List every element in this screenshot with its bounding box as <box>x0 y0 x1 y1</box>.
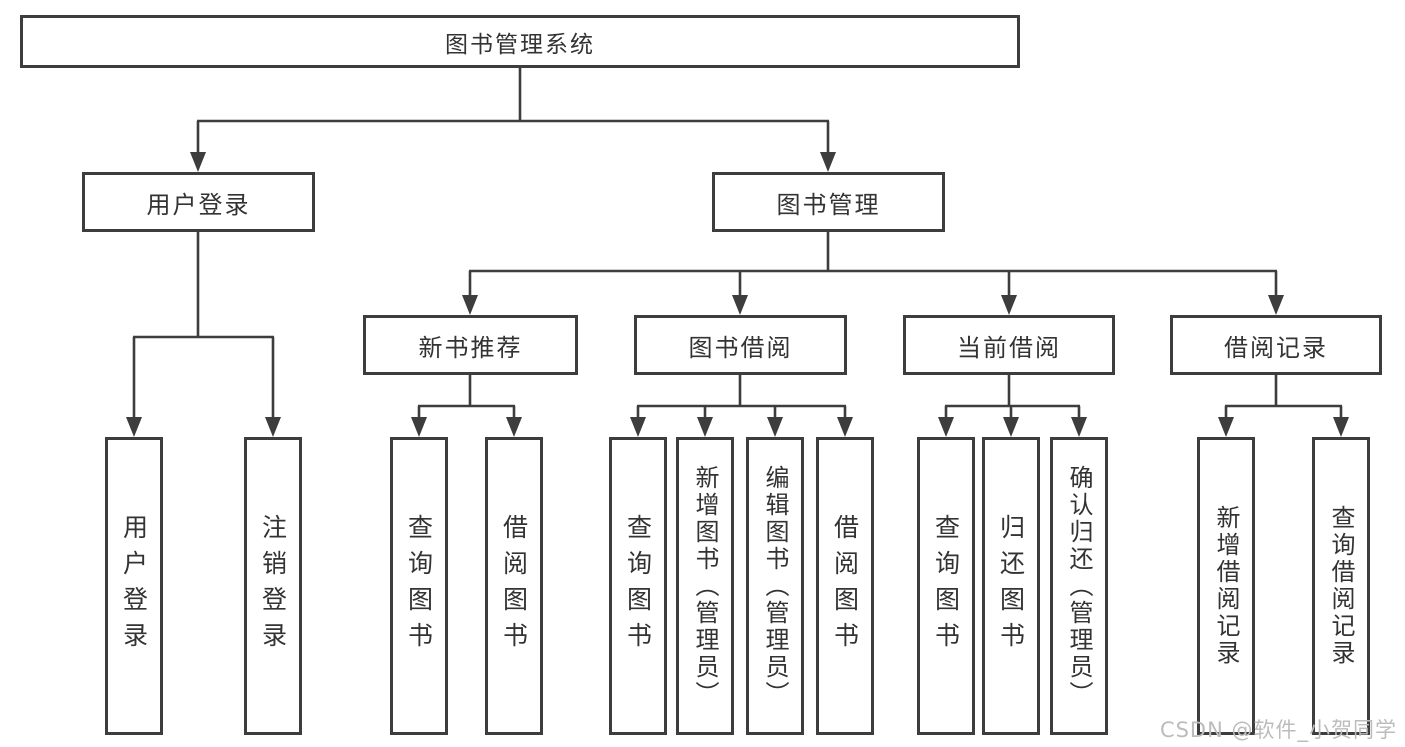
connector-user-login-to-children <box>126 232 281 437</box>
leaf-logout-label: 注销登录 <box>258 514 288 658</box>
node-user-login-label: 用户登录 <box>146 190 251 219</box>
node-book-management: 图书管理 <box>712 172 945 232</box>
connector-book-mgmt-to-level3 <box>462 232 1284 315</box>
leaf-borrow-books-label: 借阅图书 <box>830 514 860 658</box>
node-new-book-recommendation: 新书推荐 <box>363 315 578 375</box>
leaf-query-borrow-record: 查询借阅记录 <box>1312 437 1370 735</box>
node-book-borrowing: 图书借阅 <box>634 315 847 375</box>
node-new-book-recommendation-label: 新书推荐 <box>418 333 523 362</box>
node-book-borrowing-label: 图书借阅 <box>688 333 793 362</box>
leaf-confirm-return-admin-label: 确认归还（管理员） <box>1065 464 1093 708</box>
node-user-login: 用户登录 <box>82 172 315 232</box>
connector-book-borrow-to-children <box>630 375 853 437</box>
node-borrowing-records-label: 借阅记录 <box>1224 333 1328 362</box>
connector-borrow-records-to-children <box>1218 375 1349 437</box>
node-library-management-system-label: 图书管理系统 <box>445 31 595 58</box>
leaf-query-borrow-record-label: 查询借阅记录 <box>1327 505 1355 667</box>
leaf-edit-books-admin-label: 编辑图书（管理员） <box>761 464 789 708</box>
leaf-edit-books-admin: 编辑图书（管理员） <box>746 437 804 735</box>
leaf-borrow-books-recommendation: 借阅图书 <box>485 437 543 735</box>
leaf-confirm-return-admin: 确认归还（管理员） <box>1050 437 1108 735</box>
node-library-management-system: 图书管理系统 <box>20 15 1020 68</box>
leaf-logout: 注销登录 <box>244 437 302 735</box>
leaf-query-books-current-label: 查询图书 <box>931 514 961 658</box>
leaf-add-books-admin-label: 新增图书（管理员） <box>691 464 719 708</box>
csdn-watermark: CSDN @软件_小贺同学 <box>1159 718 1397 742</box>
connector-new-book-rec-to-children <box>411 375 522 437</box>
node-borrowing-records: 借阅记录 <box>1170 315 1382 375</box>
leaf-borrow-books-recommendation-label: 借阅图书 <box>499 514 529 658</box>
leaf-query-books-recommendation-label: 查询图书 <box>404 514 434 658</box>
leaf-user-login: 用户登录 <box>105 437 163 735</box>
connector-root-to-level2 <box>190 68 836 172</box>
connector-current-borrow-to-children <box>938 375 1087 437</box>
leaf-query-books-borrowing: 查询图书 <box>609 437 667 735</box>
leaf-return-books-label: 归还图书 <box>996 514 1026 658</box>
leaf-add-borrow-record-label: 新增借阅记录 <box>1212 505 1240 667</box>
leaf-add-borrow-record: 新增借阅记录 <box>1197 437 1255 735</box>
node-current-borrowing: 当前借阅 <box>903 315 1115 375</box>
leaf-query-books-borrowing-label: 查询图书 <box>623 514 653 658</box>
leaf-user-login-label: 用户登录 <box>119 514 149 658</box>
node-current-borrowing-label: 当前借阅 <box>957 333 1061 362</box>
leaf-add-books-admin: 新增图书（管理员） <box>676 437 734 735</box>
leaf-borrow-books: 借阅图书 <box>816 437 874 735</box>
leaf-query-books-recommendation: 查询图书 <box>390 437 448 735</box>
leaf-query-books-current: 查询图书 <box>917 437 975 735</box>
node-book-management-label: 图书管理 <box>776 190 881 219</box>
leaf-return-books: 归还图书 <box>982 437 1040 735</box>
